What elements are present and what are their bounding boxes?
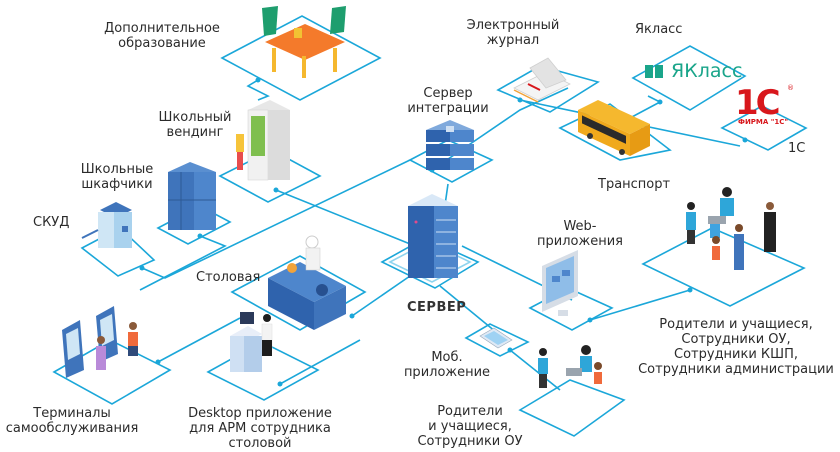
activity-table-icon	[262, 6, 346, 78]
label-access-control: СКУД	[33, 215, 70, 230]
junction-dot	[349, 313, 355, 319]
parents-students-icon	[538, 345, 602, 388]
link-yaklass-branch	[629, 95, 662, 119]
label-e-journal: Электронный журнал	[466, 18, 560, 48]
label-self-service: Терминалы самообслуживания	[5, 406, 139, 436]
onec-logo-icon: 1С ® ФИРМА "1С"	[735, 83, 794, 126]
junction-dot	[517, 97, 523, 103]
junction-dot	[139, 265, 145, 271]
link-web-users	[589, 289, 691, 321]
label-canteen: Столовая	[196, 270, 261, 285]
bus-icon	[578, 100, 650, 156]
junction-dot	[507, 347, 513, 353]
label-lockers: Школьные шкафчики	[80, 162, 154, 192]
label-extra-education: Дополнительное образование	[104, 21, 220, 51]
junction-dot	[197, 233, 203, 239]
label-desktop-app: Desktop приложение для АРМ сотрудника ст…	[188, 406, 332, 451]
label-vending: Школьный вендинг	[158, 110, 232, 140]
platform-canteen	[230, 255, 367, 331]
platform-self-service	[52, 339, 172, 405]
link-desktop-canteen	[279, 339, 361, 385]
platform-onec	[720, 105, 808, 151]
yaklass-book-icon	[655, 65, 663, 78]
junction-dot	[657, 99, 663, 105]
link-mobile-users	[509, 349, 561, 391]
turnstile-icon	[81, 202, 132, 248]
link-extra-vending	[246, 79, 270, 101]
junction-dot	[273, 187, 279, 193]
onec-logo-text: 1С	[735, 83, 781, 123]
onec-registered-mark: ®	[787, 84, 794, 92]
smartphone-icon	[479, 327, 513, 349]
onec-logo-subtext: ФИРМА "1С"	[738, 118, 789, 126]
link-access-trunk	[141, 159, 411, 279]
junction-dot	[687, 287, 693, 293]
yaklass-book-icon	[645, 65, 653, 78]
junction-dot	[255, 77, 261, 83]
label-mobile-app: Моб. приложение	[403, 350, 491, 380]
kitchen-counter-icon	[268, 235, 346, 330]
label-users-mobile: Родители и учащиеся, Сотрудники ОУ	[417, 404, 523, 449]
desktop-workstation-icon	[230, 312, 273, 372]
label-web-apps: Web- приложения	[537, 219, 623, 249]
database-server-icon	[426, 120, 474, 170]
kiosk-terminal-icon	[62, 306, 138, 378]
link-canteen-server	[351, 275, 411, 317]
junction-dot	[155, 359, 161, 365]
label-integration-server: Сервер интеграции	[407, 86, 489, 116]
label-yaklass: Якласс	[635, 22, 683, 37]
label-transport: Транспорт	[598, 177, 671, 192]
lockers-icon	[168, 162, 216, 230]
platform-users-all	[641, 227, 806, 307]
platform-mobile	[464, 323, 530, 357]
yaklass-logo-text: ЯКласс	[671, 60, 743, 82]
junction-dot	[587, 317, 593, 323]
yaklass-logo-icon: ЯКласс	[645, 60, 742, 82]
link-vending-canteen	[275, 189, 431, 253]
server-rack-icon	[408, 194, 458, 278]
link-terminals	[157, 317, 241, 363]
label-server: СЕРВЕР	[407, 300, 467, 315]
junction-dot	[277, 381, 283, 387]
junction-dot	[742, 137, 748, 143]
platform-yaklass	[631, 45, 747, 111]
label-onec: 1С	[788, 141, 806, 156]
link-lockers-trunk	[139, 235, 227, 291]
link-server-mobile	[439, 285, 497, 333]
platform-users-mobile	[518, 379, 626, 437]
open-book-icon	[513, 57, 571, 103]
people-group-icon	[686, 187, 776, 270]
vending-machine-icon	[236, 100, 290, 181]
label-users-all: Родители и учащиеся, Сотрудники ОУ, Сотр…	[638, 317, 834, 377]
monitor-icon	[542, 250, 578, 316]
